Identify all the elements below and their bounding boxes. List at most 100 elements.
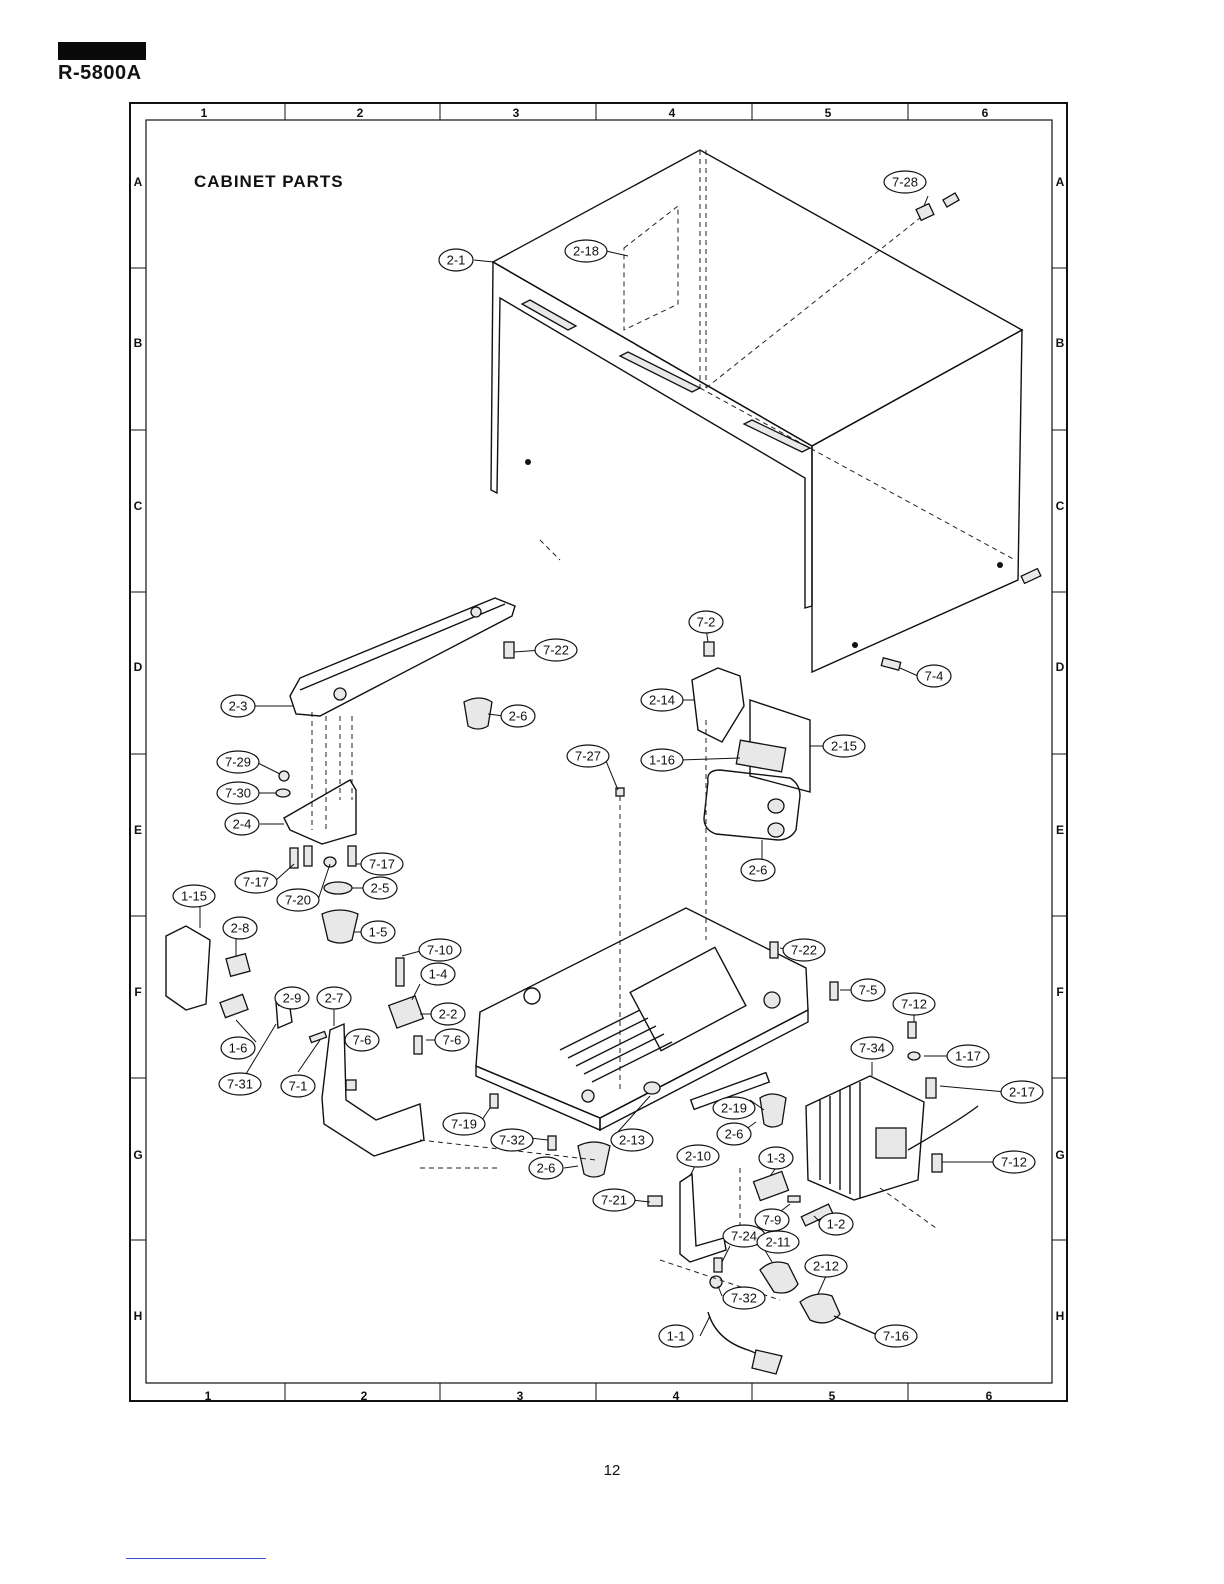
- callout-label: 1-2: [827, 1217, 846, 1232]
- callout-label: 7-12: [901, 997, 927, 1012]
- callout-label: 7-17: [243, 875, 269, 890]
- callout-bubble: [946, 1044, 990, 1068]
- callout-label: 2-6: [725, 1127, 744, 1142]
- callout-bubble: [992, 1150, 1036, 1174]
- callout-label: 7-9: [763, 1213, 782, 1228]
- row-label-right: H: [1056, 1309, 1065, 1323]
- model-bar: [58, 42, 146, 60]
- callout-label: 7-29: [225, 755, 251, 770]
- column-label-bottom: 2: [361, 1389, 368, 1403]
- callout-bubble: [216, 750, 260, 774]
- callout-bubble: [740, 858, 776, 882]
- callout-bubble: [274, 986, 310, 1010]
- outer-cabinet: [490, 149, 1024, 674]
- callout-bubble: [804, 1254, 848, 1278]
- callout-bubble: [688, 610, 724, 634]
- row-label-right: E: [1056, 823, 1064, 837]
- callout-label: 1-6: [229, 1041, 248, 1056]
- column-label-top: 3: [513, 106, 520, 120]
- callout-bubble: [566, 744, 610, 768]
- callout-label: 7-17: [369, 857, 395, 872]
- callout-label: 7-22: [543, 643, 569, 658]
- callout-label: 7-5: [859, 983, 878, 998]
- callout-label: 2-15: [831, 739, 857, 754]
- callout-label: 1-15: [181, 889, 207, 904]
- parts-artwork: [165, 149, 1042, 1375]
- callout-label: 7-6: [353, 1033, 372, 1048]
- callout-label: 7-34: [859, 1041, 885, 1056]
- row-label-right: G: [1055, 1148, 1064, 1162]
- diagram-title: CABINET PARTS: [194, 172, 344, 191]
- callout-bubble: [756, 1230, 800, 1254]
- callout-label: 2-14: [649, 693, 675, 708]
- callout-label: 1-17: [955, 1049, 981, 1064]
- callout-bubble: [442, 1112, 486, 1136]
- callout-bubble: [224, 812, 260, 836]
- callout-label: 2-2: [439, 1007, 458, 1022]
- callout-bubble: [438, 248, 474, 272]
- callout-bubble: [490, 1128, 534, 1152]
- callout-label: 2-13: [619, 1133, 645, 1148]
- callout-bubble: [822, 734, 866, 758]
- callout-label: 2-19: [721, 1101, 747, 1116]
- callout-label: 2-7: [325, 991, 344, 1006]
- callout-bubble: [276, 888, 320, 912]
- row-label-right: B: [1056, 336, 1065, 350]
- callout-label: 2-11: [765, 1235, 790, 1250]
- callout-bubble: [534, 638, 578, 662]
- column-label-top: 4: [669, 106, 676, 120]
- callout-bubble: [592, 1188, 636, 1212]
- row-label-right: A: [1056, 175, 1065, 189]
- row-label-left: A: [134, 175, 143, 189]
- footer-rule: [126, 1558, 266, 1559]
- callout-label: 1-4: [429, 967, 448, 982]
- callout-bubble: [362, 876, 398, 900]
- callout-bubble: [360, 852, 404, 876]
- callout-bubble: [500, 704, 536, 728]
- callout-label: 2-10: [685, 1149, 711, 1164]
- callout-label: 2-9: [283, 991, 302, 1006]
- callout-bubble: [280, 1074, 316, 1098]
- callout-label: 7-30: [225, 786, 251, 801]
- callout-label: 7-24: [731, 1229, 757, 1244]
- column-label-top: 6: [982, 106, 989, 120]
- callout-label: 7-1: [289, 1079, 308, 1094]
- callout-bubble: [640, 748, 684, 772]
- callout-label: 7-32: [499, 1133, 525, 1148]
- column-label-bottom: 5: [829, 1389, 836, 1403]
- callout-label: 1-16: [649, 753, 675, 768]
- column-label-top: 1: [201, 106, 208, 120]
- page-number: 12: [603, 1462, 621, 1479]
- callout-label: 7-22: [791, 943, 817, 958]
- row-label-left: G: [133, 1148, 142, 1162]
- column-label-bottom: 3: [517, 1389, 524, 1403]
- callout-bubble: [360, 920, 396, 944]
- callout-label: 2-4: [233, 817, 252, 832]
- callout-label: 7-21: [601, 1193, 627, 1208]
- callout-label: 7-31: [227, 1077, 253, 1092]
- callout-bubble: [1000, 1080, 1044, 1104]
- callout-bubble: [782, 938, 826, 962]
- callout-label: 7-4: [925, 669, 944, 684]
- column-label-bottom: 6: [986, 1389, 993, 1403]
- callout-bubble: [430, 1002, 466, 1026]
- callout-label: 2-5: [371, 881, 390, 896]
- callout-label: 2-18: [573, 244, 599, 259]
- row-label-right: C: [1056, 499, 1065, 513]
- callout-label: 2-8: [231, 921, 250, 936]
- callout-label: 7-32: [731, 1291, 757, 1306]
- callout-label: 7-28: [892, 175, 918, 190]
- row-label-left: F: [134, 985, 141, 999]
- inner-frame: [145, 119, 1053, 1384]
- callout-bubble: [758, 1146, 794, 1170]
- callout-label: 2-17: [1009, 1085, 1035, 1100]
- callout-bubble: [528, 1156, 564, 1180]
- callout-bubble: [220, 694, 256, 718]
- callout-bubble: [722, 1286, 766, 1310]
- callout-bubble: [716, 1122, 752, 1146]
- callout-label: 1-3: [767, 1151, 786, 1166]
- column-label-bottom: 1: [205, 1389, 212, 1403]
- outer-frame: [129, 102, 1068, 1402]
